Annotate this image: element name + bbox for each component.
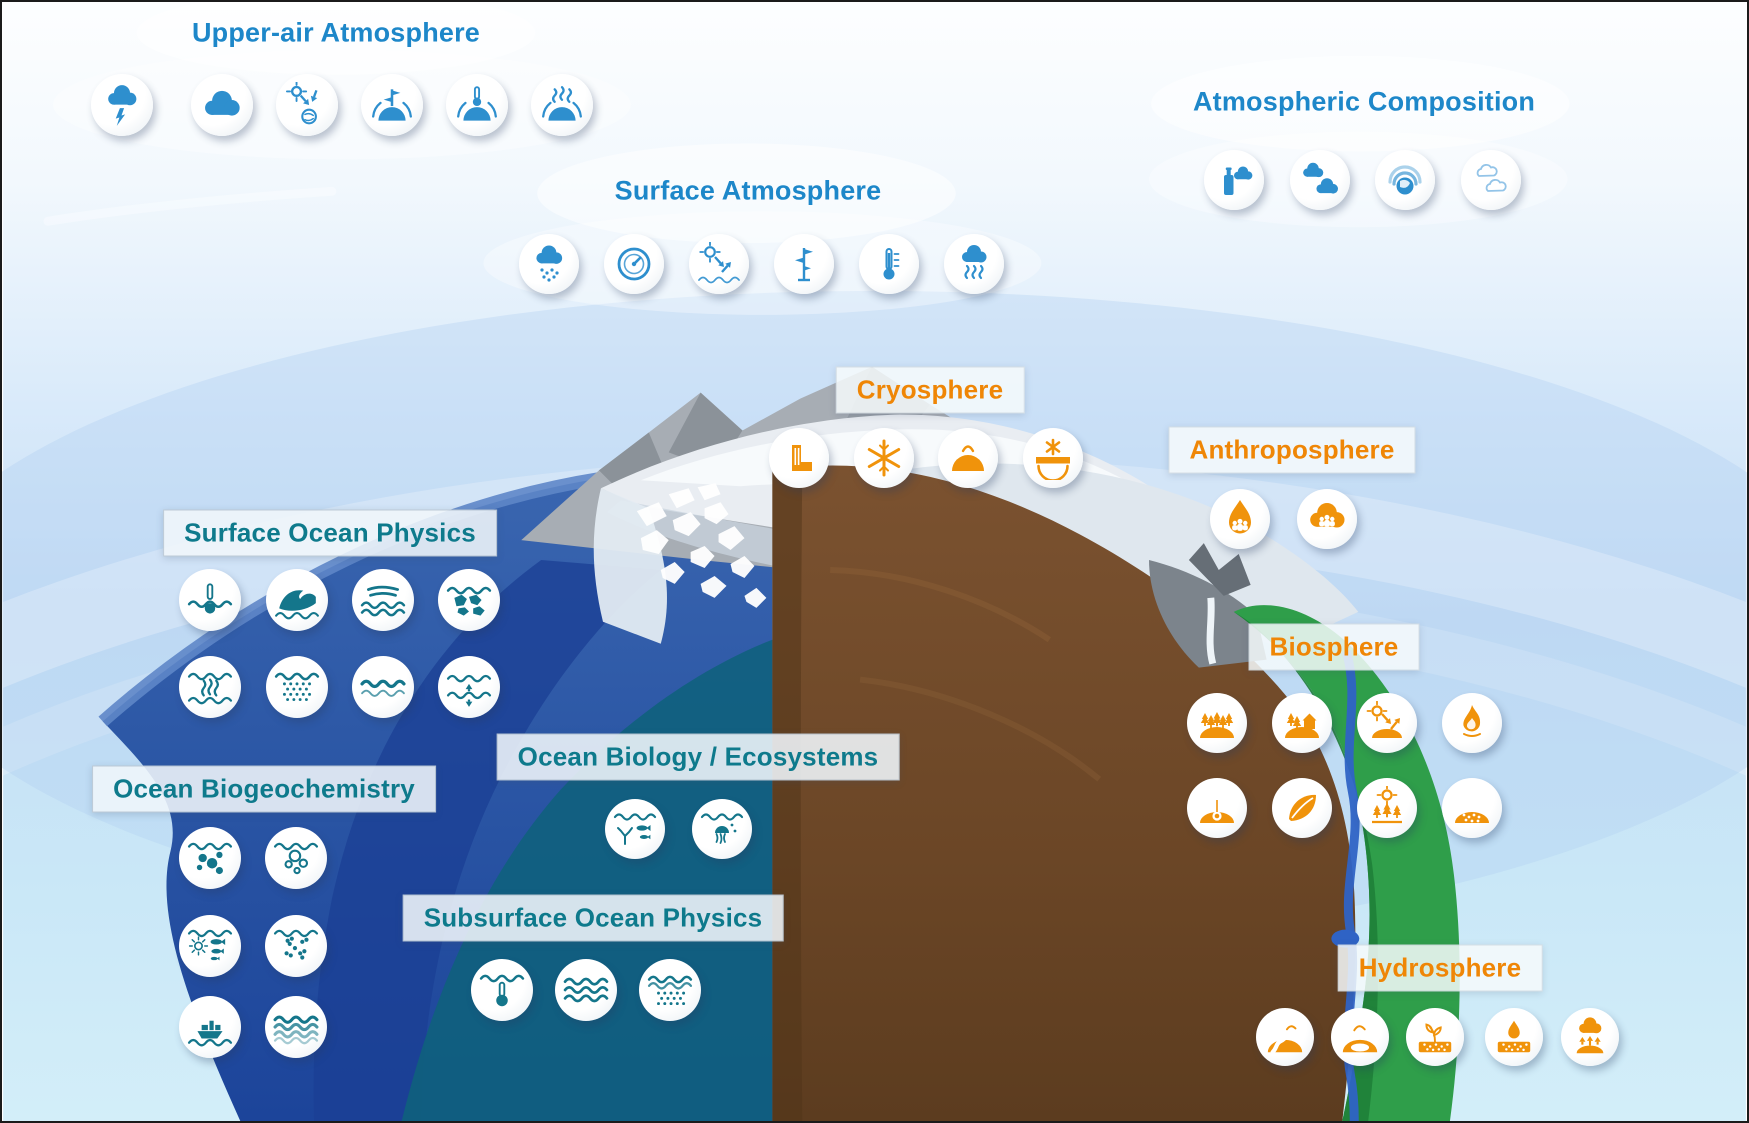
ice-sheet-icon: [938, 428, 998, 488]
land-cover-icon: [1272, 693, 1332, 753]
inorganic-carbon-icon: [179, 827, 241, 889]
surface-water-vapour-icon: [944, 234, 1004, 294]
land-contour: [830, 566, 1052, 643]
upper-air-temperature-icon: [446, 74, 508, 136]
sea-level-icon: [352, 656, 414, 718]
label-ocean-biology-ecosystems: Ocean Biology / Ecosystems: [496, 733, 900, 781]
leaf-area-index-icon: [1272, 778, 1332, 838]
river-discharge-icon: [1256, 1008, 1314, 1066]
subsurface-salinity-icon: [639, 959, 701, 1021]
upper-air-water-vapour-icon: [531, 74, 593, 136]
snow-icon: [854, 428, 914, 488]
label-biosphere: Biosphere: [1248, 623, 1420, 671]
river-pond: [1331, 929, 1360, 948]
sea-surface-salinity-icon: [266, 656, 328, 718]
upper-air-wind-icon: [361, 74, 423, 136]
subsurface-temperature-icon: [471, 959, 533, 1021]
contrail: [43, 186, 337, 226]
surface-radiation-budget-icon: [689, 234, 749, 294]
subsurface-currents-icon: [555, 959, 617, 1021]
label-atmospheric-composition: Atmospheric Composition: [1192, 86, 1536, 117]
surface-stress-icon: [352, 569, 414, 631]
transient-tracers-icon: [179, 996, 241, 1058]
sea-ice-extent-icon: [438, 569, 500, 631]
coastal-green-dark-rim: [1233, 611, 1378, 1121]
groundwater-icon: [1485, 1008, 1543, 1066]
label-ocean-biogeochemistry: Ocean Biogeochemistry: [92, 765, 436, 813]
earth-radiation-budget-icon: [276, 74, 338, 136]
precipitation-icon: [519, 234, 579, 294]
sea-state-icon: [266, 569, 328, 631]
label-upper-air-atmosphere: Upper-air Atmosphere: [191, 17, 481, 48]
lakes-icon: [1331, 1008, 1389, 1066]
waterfall: [1206, 597, 1217, 665]
evaporation-icon: [1561, 1008, 1619, 1066]
ocean-colour-icon: [265, 996, 327, 1058]
label-subsurface-ocean-physics: Subsurface Ocean Physics: [402, 894, 784, 942]
soil-moisture-icon: [1406, 1008, 1464, 1066]
precursors-icon: [1461, 150, 1521, 210]
ocean-current-band: [313, 560, 661, 1121]
surface-wind-icon: [774, 234, 834, 294]
ozone-icon: [1375, 150, 1435, 210]
sea-ice-floes: [636, 483, 767, 608]
lightning-icon: [91, 74, 153, 136]
clouds-icon: [191, 74, 253, 136]
label-surface-atmosphere: Surface Atmosphere: [614, 175, 882, 206]
above-ground-biomass-icon: [1187, 693, 1247, 753]
rock-shards: [1188, 543, 1251, 596]
landmass-shadow-edge: [772, 468, 803, 1121]
land-contour: [859, 676, 1102, 782]
surface-pressure-icon: [604, 234, 664, 294]
label-surface-ocean-physics: Surface Ocean Physics: [163, 509, 497, 557]
ocean-coast-edge: [98, 471, 602, 727]
marine-habitats-icon: [605, 799, 665, 859]
label-hydrosphere: Hydrosphere: [1337, 944, 1543, 992]
oxygen-icon: [265, 915, 327, 977]
anthropogenic-ghg-fluxes-icon: [1297, 489, 1357, 549]
land-surface-temperature-icon: [1187, 778, 1247, 838]
surface-currents-icon: [438, 656, 500, 718]
nitrous-oxide-icon: [265, 827, 327, 889]
plankton-icon: [692, 799, 752, 859]
ice-shelf-front: [593, 488, 667, 644]
river: [1341, 650, 1360, 1121]
aerosols-icon: [1204, 150, 1264, 210]
soil-carbon-icon: [1442, 778, 1502, 838]
surface-heat-flux-icon: [179, 656, 241, 718]
glacier-icon: [769, 428, 829, 488]
sea-surface-temperature-icon: [179, 569, 241, 631]
nutrients-icon: [179, 915, 241, 977]
anthropogenic-water-use-icon: [1210, 489, 1270, 549]
fire-icon: [1442, 693, 1502, 753]
greenhouse-gases-icon: [1290, 150, 1350, 210]
fapar-icon: [1357, 778, 1417, 838]
sea-ice-icon: [1023, 428, 1083, 488]
surface-temperature-icon: [859, 234, 919, 294]
albedo-icon: [1357, 693, 1417, 753]
label-anthroposphere: Anthroposphere: [1168, 426, 1416, 474]
label-cryosphere: Cryosphere: [835, 366, 1025, 414]
